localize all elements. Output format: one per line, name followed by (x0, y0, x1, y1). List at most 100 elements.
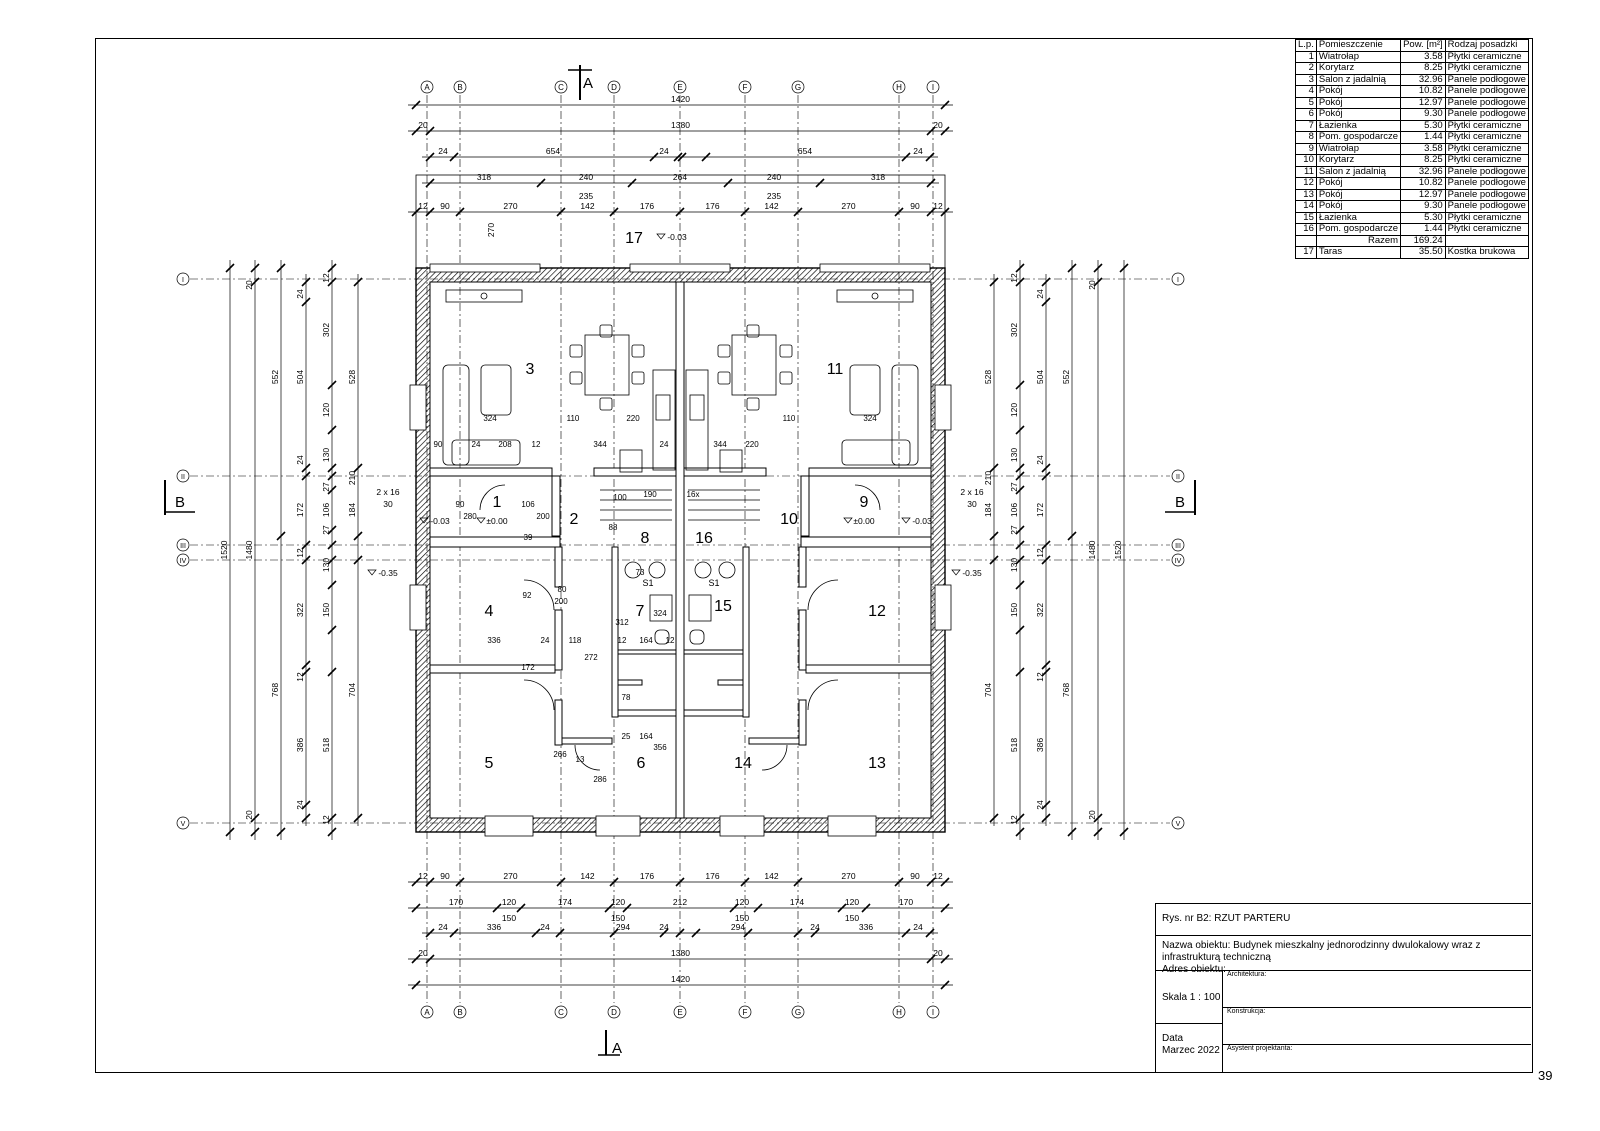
dimension-label: 24 (438, 922, 448, 932)
axis-label: D (611, 1008, 617, 1017)
table-cell: 8 (1295, 131, 1317, 144)
interior-dimension: 39 (524, 533, 533, 542)
dimension-label: 24 (1035, 455, 1045, 465)
dimension-label: 12 (295, 672, 305, 682)
windows (409, 263, 952, 837)
axis-bubble (1171, 553, 1185, 567)
section-b-label: B (175, 494, 185, 511)
table-cell: 12 (1295, 177, 1317, 190)
interior-dimension: 356 (653, 743, 667, 752)
room-number: 2 (570, 511, 579, 528)
table-cell: Pokój (1315, 200, 1402, 213)
axis-label: IV (1175, 558, 1182, 565)
dimension-label: 27 (321, 525, 331, 535)
dimension-label: 184 (347, 503, 357, 517)
axis-bubble (926, 80, 940, 94)
dimension-label: 264 (673, 172, 687, 182)
dimension-label: 528 (983, 370, 993, 384)
dimension-label: 322 (295, 603, 305, 617)
dimension-label: 120 (1009, 403, 1019, 417)
room-number: 3 (526, 361, 535, 378)
dimension-lines (164, 65, 1196, 1056)
dimension-label: 1380 (671, 120, 690, 130)
header-floor: Rodzaj posadzki (1444, 39, 1529, 52)
dimension-label: 90 (910, 201, 920, 211)
interior-dimension: 208 (498, 440, 512, 449)
table-cell: Pokój (1315, 108, 1402, 121)
dimension-label: 20 (418, 948, 428, 958)
room-schedule-table: L.p. Pomieszczenie Pow. [m²] Rodzaj posa… (1295, 39, 1529, 259)
table-cell: 32.96 (1400, 73, 1446, 86)
chair-icon (779, 344, 793, 358)
dimension-label: 120 (502, 897, 516, 907)
table-cell: 8.25 (1400, 62, 1446, 75)
interior-dimension: 118 (569, 636, 582, 645)
room-number: 8 (641, 530, 650, 547)
chair-icon (746, 324, 760, 338)
furniture (442, 289, 919, 771)
dimension-label: 704 (983, 683, 993, 697)
dimension-label: 150 (735, 913, 749, 923)
axis-label: I (932, 1008, 934, 1017)
table-cell (1444, 234, 1529, 247)
construction-label: Konstrukcja: (1223, 1008, 1531, 1045)
table-cell: 13 (1295, 188, 1317, 201)
table-cell: Pom. gospodarcze (1315, 131, 1402, 144)
dimension-label: 654 (798, 146, 812, 156)
table-cell: Pokój (1315, 96, 1402, 109)
axis-bubble (791, 1005, 805, 1019)
header-room: Pomieszczenie (1315, 39, 1402, 52)
interior-dimension: 24 (541, 636, 550, 645)
table-cell: Płytki ceramiczne (1444, 223, 1529, 236)
header-lp: L.p. (1295, 39, 1317, 52)
table-cell: Salon z jadalnią (1315, 73, 1402, 86)
dimension-label: 120 (611, 897, 625, 907)
room-number: 16 (695, 530, 713, 547)
chair-icon (631, 371, 645, 385)
dimension-label: 768 (1061, 683, 1071, 697)
table-cell: 3.58 (1400, 50, 1446, 63)
dimension-label: 142 (764, 201, 778, 211)
axis-bubble (791, 80, 805, 94)
dimension-label: 170 (899, 897, 913, 907)
dimension-label: 270 (503, 871, 517, 881)
room-number: 9 (860, 494, 869, 511)
chair-icon (779, 371, 793, 385)
dimension-label: 176 (640, 201, 654, 211)
dimension-label: 150 (611, 913, 625, 923)
dimension-label: 12 (295, 548, 305, 558)
dimension-label: 336 (859, 922, 873, 932)
scale: Skala 1 : 100 (1156, 971, 1223, 1024)
axis-label: II (181, 474, 185, 481)
interior-dimension: 12 (666, 636, 675, 645)
axis-bubble (453, 1005, 467, 1019)
dimension-label: 24 (659, 922, 669, 932)
interior-dimension: 312 (615, 618, 629, 627)
axis-label: E (677, 1008, 682, 1017)
chair-icon (717, 344, 731, 358)
dimension-label: 142 (580, 201, 594, 211)
dimension-label: 294 (731, 922, 745, 932)
axis-label: F (743, 83, 748, 92)
interior-dimension: 90 (456, 500, 465, 509)
table-cell: 16 (1295, 223, 1317, 236)
table-cell: Pokój (1315, 177, 1402, 190)
table-cell: 12.97 (1400, 188, 1446, 201)
dimension-label: 120 (735, 897, 749, 907)
equipment-symbol: S1 (642, 578, 653, 588)
dimension-label: 120 (321, 403, 331, 417)
table-cell: 15 (1295, 211, 1317, 224)
table-cell: Panele podłogowe (1444, 85, 1529, 98)
axis-label: E (677, 83, 682, 92)
axis-label: A (424, 1008, 430, 1017)
table-cell: 10.82 (1400, 177, 1446, 190)
dimension-label: 150 (1009, 603, 1019, 617)
section-b-label: B (1175, 494, 1185, 511)
table-cell: 9.30 (1400, 108, 1446, 121)
dimension-label: 270 (503, 201, 517, 211)
